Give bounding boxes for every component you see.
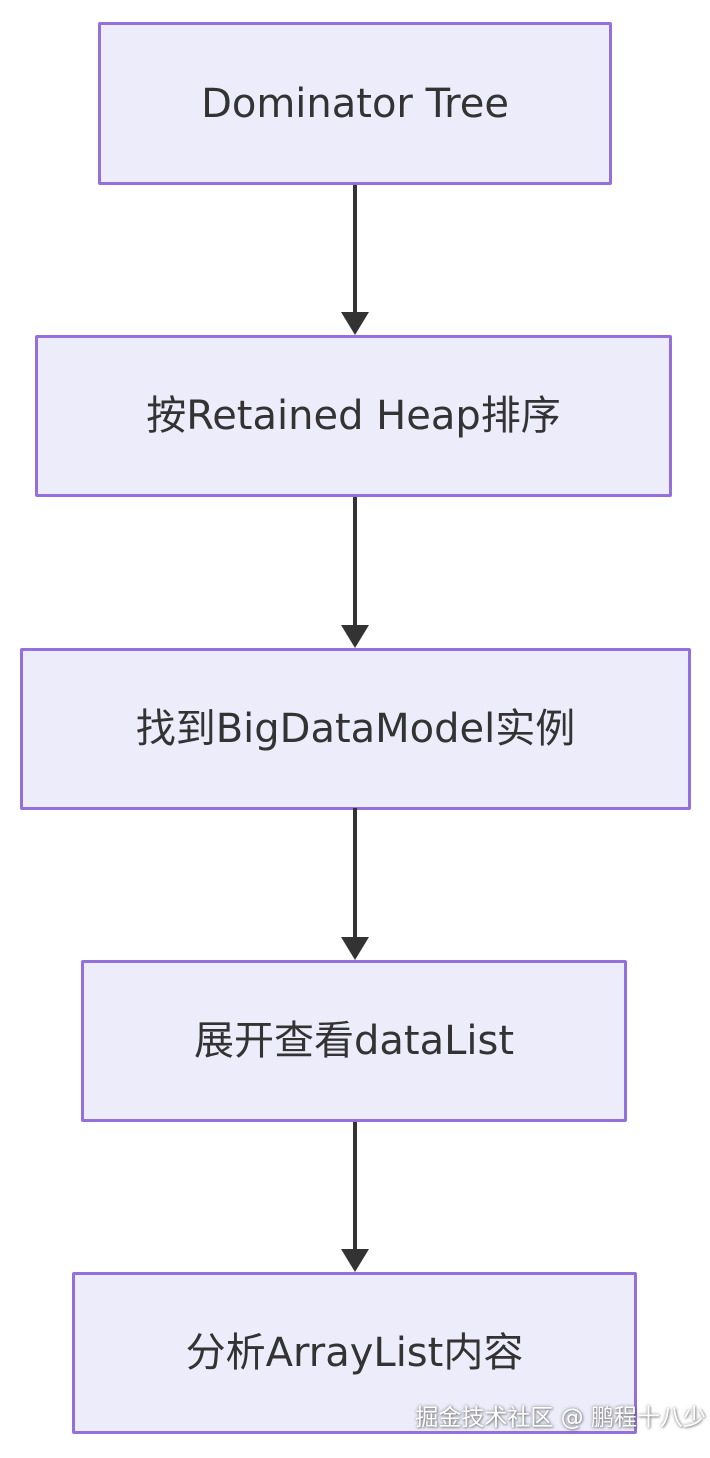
arrowhead-down-icon — [341, 937, 369, 960]
watermark: 掘金技术社区 @ 鹏程十八少 — [415, 1405, 706, 1431]
edge-line — [353, 808, 357, 937]
node-label: 分析ArrayList内容 — [185, 1330, 524, 1376]
node-expand-view-datalist: 展开查看dataList — [81, 960, 627, 1122]
edge-line — [353, 185, 357, 312]
arrowhead-down-icon — [341, 1249, 369, 1272]
edge-line — [353, 1122, 357, 1249]
node-label: 展开查看dataList — [193, 1018, 515, 1064]
node-sort-by-retained-heap: 按Retained Heap排序 — [35, 335, 672, 497]
edge-line — [353, 497, 357, 625]
node-label: 按Retained Heap排序 — [146, 393, 561, 439]
flow-edge-2 — [341, 497, 369, 648]
node-find-bigdatamodel-instance: 找到BigDataModel实例 — [20, 648, 691, 810]
node-label: 找到BigDataModel实例 — [135, 706, 576, 752]
flow-edge-4 — [341, 1122, 369, 1272]
node-analyze-arraylist-content: 分析ArrayList内容 — [72, 1272, 637, 1434]
flow-edge-1 — [341, 185, 369, 335]
arrowhead-down-icon — [341, 312, 369, 335]
flow-edge-3 — [341, 808, 369, 960]
node-label: Dominator Tree — [201, 80, 509, 127]
node-dominator-tree: Dominator Tree — [98, 22, 612, 185]
arrowhead-down-icon — [341, 625, 369, 648]
